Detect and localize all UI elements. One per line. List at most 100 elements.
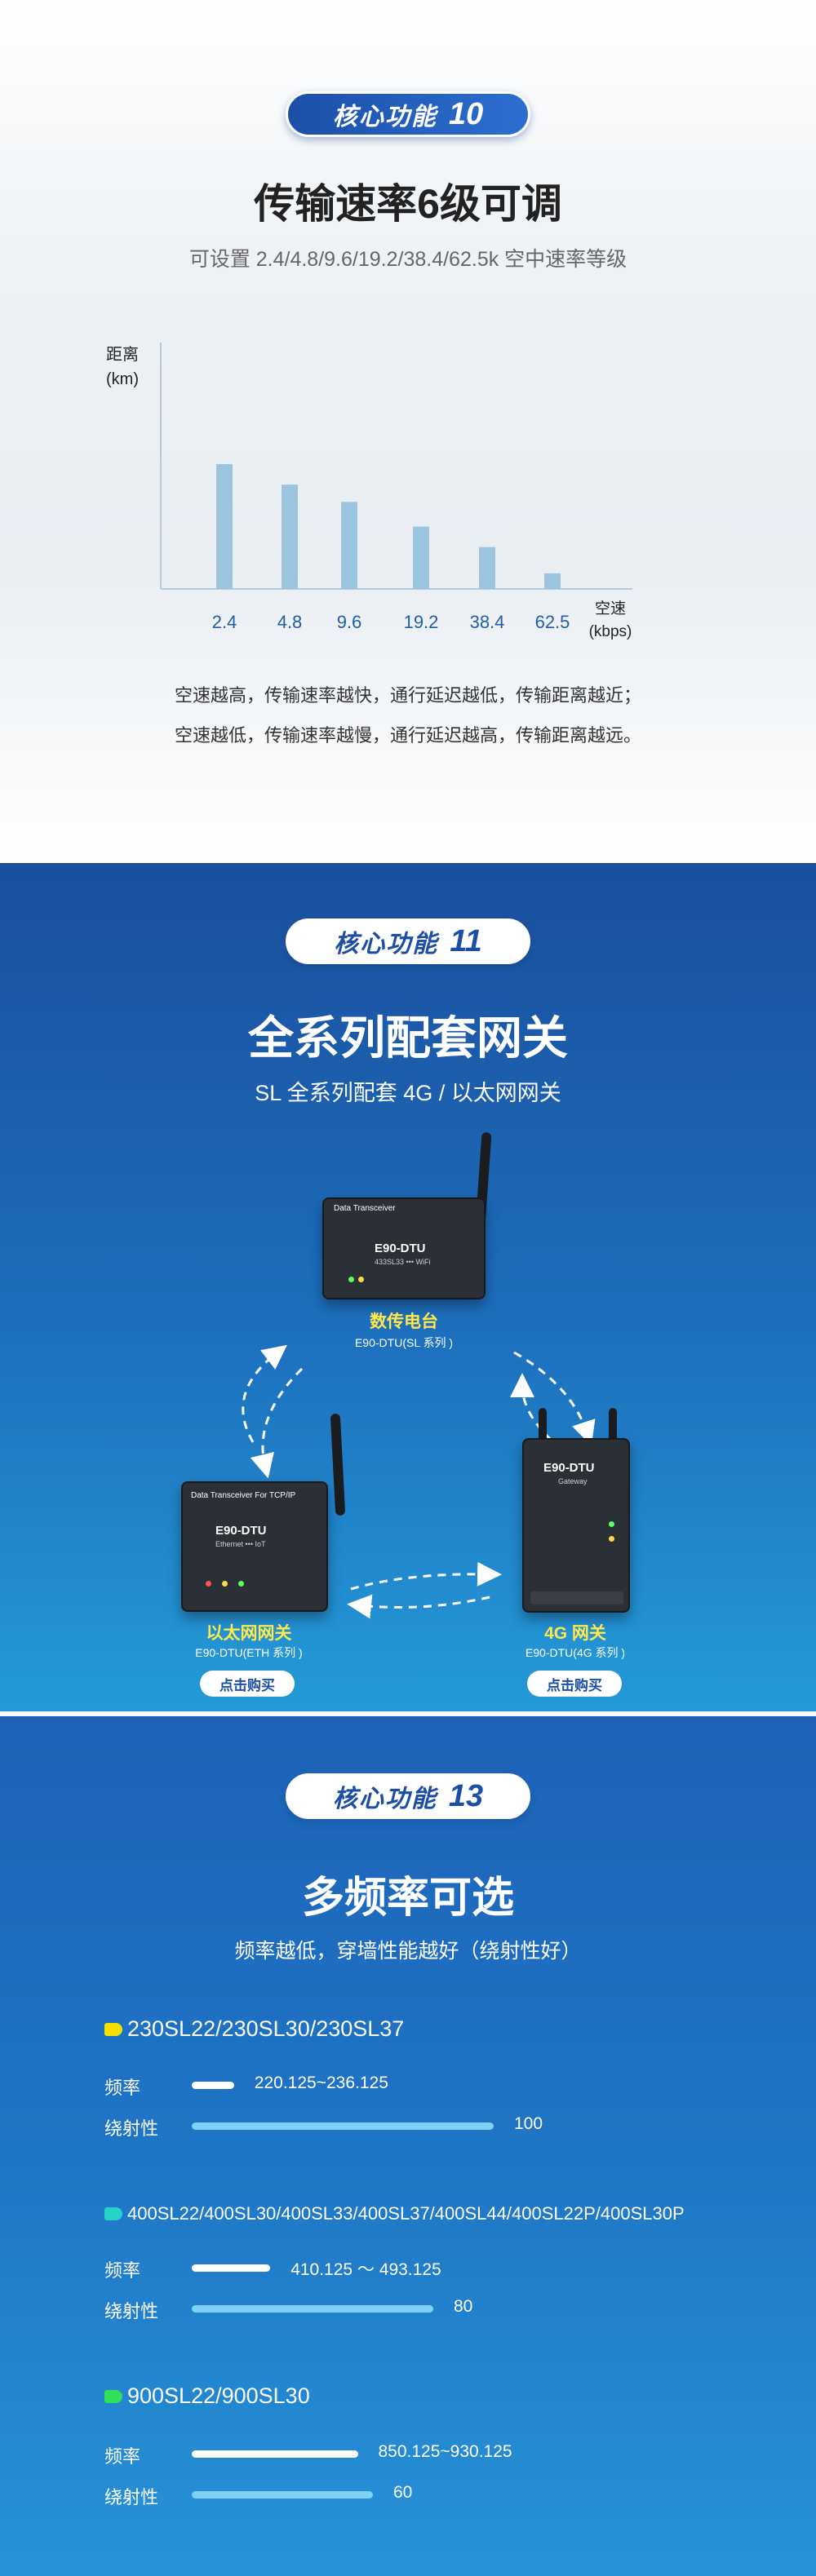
section-subtitle: SL 全系列配套 4G / 以太网网关	[255, 1081, 561, 1105]
freq-group-230: 230SL22/230SL30/230SL37	[104, 2016, 404, 2042]
badge-label: 核心功能	[332, 104, 437, 131]
chart-bar	[479, 547, 495, 589]
section-title: 传输速率6级可调	[254, 181, 562, 227]
penetration-bar	[192, 2122, 494, 2130]
frequency-value: 220.125~236.125	[254, 2074, 388, 2092]
device-model: E90-DTU(SL 系列 )	[354, 1336, 454, 1349]
y-axis-label-line1: 距离	[106, 346, 139, 364]
penetration-label: 绕射性	[104, 2301, 159, 2321]
group-name: 400SL22/400SL30/400SL33/400SL37/400SL44/…	[127, 2203, 685, 2224]
chart-bar	[413, 526, 429, 589]
device-tag: Ethernet ••• IoT	[215, 1540, 266, 1548]
badge-label: 核心功能	[332, 1786, 437, 1812]
chart-canvas: 2.4 4.8 9.6 19.2 38.4 62.5 空速 (kbps)	[160, 343, 632, 640]
device-panel-text: Data Transceiver For TCP/IP	[191, 1491, 296, 1500]
device-model: E90-DTU(4G 系列 )	[525, 1646, 626, 1659]
chart-bar	[216, 463, 233, 589]
tag-icon	[104, 2022, 122, 2036]
device-panel-text: Data Transceiver	[334, 1204, 396, 1213]
device-tag: 433SL33 ••• WiFi	[375, 1258, 431, 1266]
device-label: 4G 网关	[544, 1624, 606, 1643]
x-tick-label: 38.4	[470, 612, 505, 632]
device-name: E90-DTU	[375, 1242, 426, 1255]
section-subtitle: 可设置 2.4/4.8/9.6/19.2/38.4/62.5k 空中速率等级	[188, 248, 628, 271]
device-model: E90-DTU(ETH 系列 )	[195, 1646, 303, 1659]
chart-bar	[544, 573, 561, 589]
frequency-bar	[192, 2264, 271, 2272]
arrow-eth-to-radio	[242, 1344, 287, 1443]
x-tick-label: 62.5	[535, 612, 570, 632]
frequency-label: 频率	[104, 2446, 141, 2467]
penetration-label: 绕射性	[104, 2487, 159, 2507]
feature-badge-11: 核心功能 11	[286, 918, 530, 964]
flow-arrows	[242, 1344, 596, 1619]
status-led-icon	[206, 1581, 211, 1587]
description-line-2: 空速越低，传输速率越慢，通行延迟越高，传输距离越远。	[174, 725, 641, 746]
arrow-4g-to-eth	[347, 1594, 490, 1619]
section-gateways: 核心功能 11 全系列配套网关 SL 全系列配套 4G / 以太网网关 Data…	[0, 863, 816, 1711]
frequency-value: 850.125~930.125	[378, 2442, 512, 2461]
antenna-icon	[539, 1408, 547, 1447]
chart-bar	[341, 502, 357, 589]
device-name: E90-DTU	[543, 1461, 595, 1475]
status-led-icon	[609, 1536, 614, 1542]
section-subtitle: 频率越低，穿墙性能越好（绕射性好）	[234, 1940, 582, 1963]
device-name: E90-DTU	[215, 1524, 267, 1538]
frequency-label: 频率	[104, 2260, 141, 2281]
frequency-label: 频率	[104, 2078, 141, 2098]
badge-number: 11	[450, 923, 482, 958]
arrow-eth-to-4g	[350, 1561, 502, 1591]
group-name: 900SL22/900SL30	[127, 2383, 310, 2408]
chart-bar	[282, 485, 298, 589]
status-led-icon	[348, 1277, 354, 1282]
badge-number: 10	[448, 96, 484, 131]
x-axis-label: (kbps)	[589, 623, 632, 640]
device-radio: Data Transceiver E90-DTU 433SL33 ••• WiF…	[322, 1197, 486, 1299]
x-tick-label: 19.2	[404, 612, 439, 632]
description-line-1: 空速越高，传输速率越快，通行延迟越低，传输距离越近；	[174, 685, 641, 706]
device-label: 以太网网关	[206, 1624, 292, 1643]
penetration-value: 80	[454, 2297, 473, 2316]
y-axis-label: 距离 (km)	[106, 343, 139, 392]
y-axis-label-line2: (km)	[106, 370, 139, 388]
status-led-icon	[238, 1581, 244, 1587]
feature-badge-13: 核心功能 13	[286, 1773, 530, 1819]
x-tick-label: 4.8	[277, 612, 303, 632]
badge-label: 核心功能	[334, 931, 439, 958]
penetration-value: 60	[393, 2483, 413, 2502]
section-speed: 2.4 4.8 9.6 19.2 38.4 62.5 空速 (kbps) 核心功能 10 传输…	[0, 0, 816, 863]
device-4g-gateway: E90-DTU Gateway	[522, 1438, 630, 1613]
penetration-label: 绕射性	[104, 2118, 159, 2139]
x-axis-label: 空速	[595, 600, 626, 617]
frequency-value: 410.125 ～ 493.125	[290, 2260, 441, 2279]
device-label: 数传电台	[370, 1312, 438, 1331]
buy-ethernet-button[interactable]: 点击购买	[200, 1671, 295, 1697]
feature-badge-10: 核心功能 10	[286, 91, 530, 137]
section-title: 多频率可选	[301, 1874, 514, 1922]
penetration-bar	[192, 2491, 373, 2499]
section-frequency: 核心功能 13 多频率可选 频率越低，穿墙性能越好（绕射性好） 230SL22/…	[0, 1711, 816, 2576]
tag-icon	[104, 2207, 122, 2220]
frequency-bar	[192, 2082, 234, 2089]
badge-number: 13	[448, 1778, 484, 1813]
antenna-icon	[609, 1408, 617, 1447]
section-title: 全系列配套网关	[248, 1012, 568, 1064]
x-tick-label: 9.6	[337, 612, 362, 632]
freq-group-400: 400SL22/400SL30/400SL33/400SL37/400SL44/…	[104, 2203, 685, 2224]
arrow-radio-to-4g	[513, 1351, 596, 1446]
status-led-icon	[222, 1581, 228, 1587]
device-tag: Gateway	[558, 1477, 588, 1485]
port-panel	[530, 1591, 623, 1604]
buy-4g-button[interactable]: 点击购买	[527, 1671, 622, 1697]
arrow-4g-to-radio	[510, 1373, 564, 1452]
group-name: 230SL22/230SL30/230SL37	[127, 2016, 405, 2041]
penetration-bar	[192, 2305, 433, 2313]
arrow-radio-to-eth	[250, 1367, 304, 1479]
device-ethernet-gateway: Data Transceiver For TCP/IP E90-DTU Ethe…	[181, 1481, 328, 1612]
x-tick-label: 2.4	[212, 612, 237, 632]
tag-icon	[104, 2389, 122, 2403]
frequency-bar	[192, 2450, 358, 2458]
status-led-icon	[609, 1521, 614, 1527]
status-led-icon	[358, 1277, 364, 1282]
penetration-value: 100	[514, 2114, 543, 2133]
